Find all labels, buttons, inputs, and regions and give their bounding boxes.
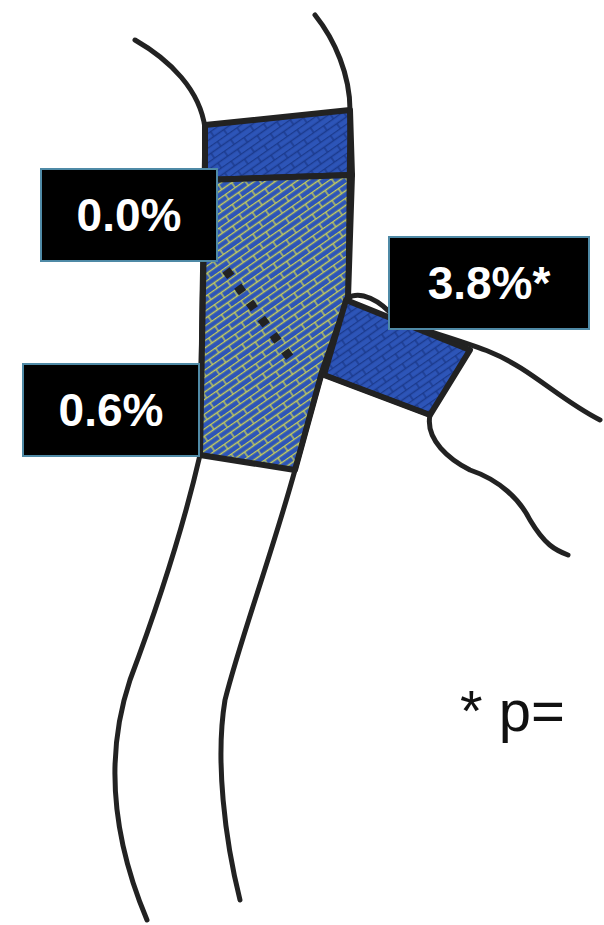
stent-proximal bbox=[205, 110, 352, 180]
stent-overlap bbox=[200, 175, 352, 470]
branch-lower-wall bbox=[324, 375, 568, 555]
carina-dotted-line bbox=[226, 270, 296, 366]
branch-upper-wall bbox=[315, 15, 600, 420]
percentage-box: 0.0% bbox=[40, 168, 218, 262]
percentage-box: 3.8%* bbox=[388, 236, 590, 330]
percentage-value: 0.0% bbox=[77, 192, 182, 238]
significance-note: * p= bbox=[460, 682, 565, 740]
percentage-value: 3.8%* bbox=[428, 260, 551, 306]
percentage-value: 0.6% bbox=[59, 387, 164, 433]
main-vessel-right-wall bbox=[221, 372, 322, 900]
percentage-box: 0.6% bbox=[22, 363, 200, 457]
